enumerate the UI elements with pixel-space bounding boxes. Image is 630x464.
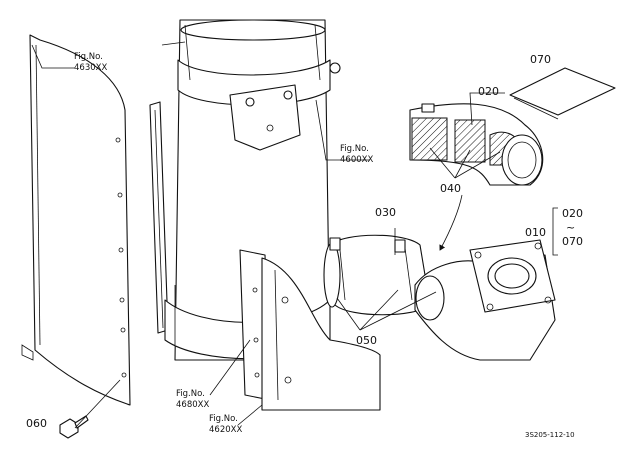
part-label-060: 060 bbox=[26, 417, 47, 430]
side-cover-panel bbox=[21, 34, 131, 406]
bracket-from: 020 bbox=[562, 207, 583, 220]
leader-lines bbox=[31, 44, 505, 429]
vertical-strip bbox=[149, 101, 169, 334]
part-label-040: 040 bbox=[440, 182, 461, 195]
fig-4600-line2: 4600XX bbox=[340, 155, 373, 165]
fig-4680-line2: 4680XX bbox=[176, 400, 209, 410]
bolt-060 bbox=[59, 415, 89, 439]
part-label-020: 020 bbox=[478, 85, 499, 98]
part-label-070: 070 bbox=[530, 53, 551, 66]
fig-4680-line1: Fig.No. bbox=[176, 389, 205, 399]
fig-4630-line2: 4630XX bbox=[74, 63, 107, 73]
part-label-050: 050 bbox=[356, 334, 377, 347]
labels: Fig.No. 4630XX Fig.No. 4600XX Fig.No. 46… bbox=[26, 52, 583, 439]
elbow-flange bbox=[414, 239, 556, 361]
fig-4620-line1: Fig.No. bbox=[209, 414, 238, 424]
support-plate bbox=[261, 257, 381, 411]
fig-4600-line1: Fig.No. bbox=[340, 144, 369, 154]
part-label-030: 030 bbox=[375, 206, 396, 219]
drawing-code: 3S205-112-10 bbox=[525, 431, 575, 439]
fig-4630-line1: Fig.No. bbox=[74, 52, 103, 62]
bracket-tilde: ~ bbox=[566, 221, 575, 234]
part-label-010: 010 bbox=[525, 226, 546, 239]
main-cylinder bbox=[161, 19, 341, 361]
sheet-070 bbox=[509, 67, 616, 120]
assembly-arrow bbox=[439, 194, 463, 251]
group-bracket bbox=[552, 207, 558, 256]
insulator-020 bbox=[409, 103, 544, 186]
fig-4620-line2: 4620XX bbox=[209, 425, 242, 435]
bracket-to: 070 bbox=[562, 235, 583, 248]
